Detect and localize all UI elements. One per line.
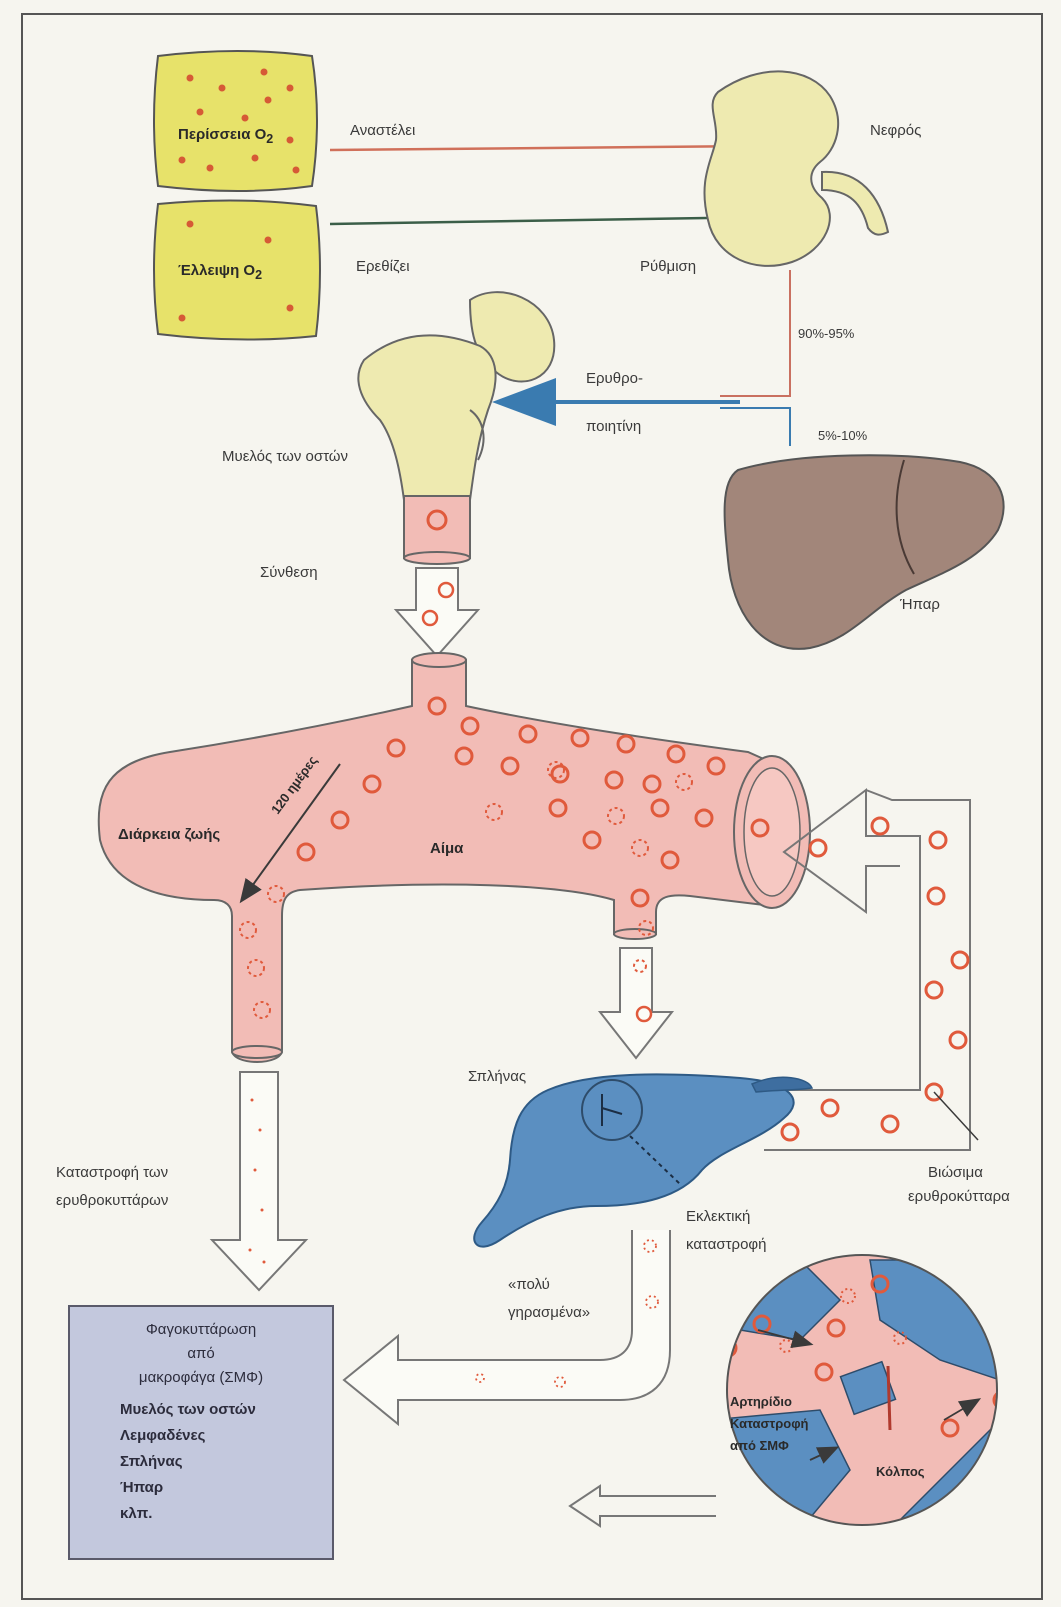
stimulate-arrow: [330, 217, 768, 224]
liver: [725, 455, 1004, 649]
phagocytosis-site: Ήπαρ: [120, 1479, 163, 1496]
sinus-label: Κόλπος: [876, 1464, 925, 1479]
destruction-label-line1: Καταστροφή των: [56, 1164, 168, 1181]
kidney-epo-line: [720, 270, 790, 396]
spleen: [474, 1074, 812, 1246]
arteriole-label: Αρτηρίδιο: [730, 1394, 792, 1409]
blood-label: Αίμα: [430, 840, 463, 857]
destruction-by-label: Καταστροφή: [730, 1416, 808, 1431]
lifespan-label: Διάρκεια ζωής: [118, 826, 220, 843]
regulation-label: Ρύθμιση: [640, 258, 696, 275]
phagocytosis-title-line3: μακροφάγα (ΣΜΦ): [70, 1369, 332, 1386]
phagocytosis-site: Λεμφαδένες: [120, 1427, 205, 1444]
liver-percent-label: 5%-10%: [818, 428, 867, 443]
kidney: [704, 71, 888, 266]
inhibits-label: Αναστέλει: [350, 122, 415, 139]
viable-rbc-label-line2: ερυθροκύτταρα: [908, 1188, 1010, 1205]
to-spleen-arrow: [600, 948, 672, 1058]
phagocytosis-box: Φαγοκυττάρωση από μακροφάγα (ΣΜΦ) Μυελός…: [68, 1305, 334, 1560]
excess-o2-box: [154, 51, 317, 191]
phagocytosis-title-line1: Φαγοκυττάρωση: [70, 1321, 332, 1338]
synthesis-arrow: [396, 568, 478, 656]
viable-rbc-label-line1: Βιώσιμα: [928, 1164, 983, 1181]
excess-o2-label: Περίσσεια O2: [178, 126, 273, 146]
bone-marrow: [358, 292, 554, 564]
kidney-label: Νεφρός: [870, 122, 921, 139]
phagocytosis-site: Μυελός των οστών: [120, 1401, 256, 1418]
bone-marrow-label: Μυελός των οστών: [222, 448, 348, 465]
kidney-percent-label: 90%-95%: [798, 326, 854, 341]
selective-label-line1: Εκλεκτική: [686, 1208, 750, 1225]
phagocytosis-site: Σπλήνας: [120, 1453, 183, 1470]
liver-epo-line: [720, 408, 790, 446]
lack-o2-label: Έλλειψη O2: [178, 262, 262, 282]
liver-label: Ήπαρ: [900, 596, 940, 613]
selective-label-line2: καταστροφή: [686, 1236, 767, 1253]
spleen-label: Σπλήνας: [468, 1068, 526, 1085]
by-smf-label: από ΣΜΦ: [730, 1438, 789, 1453]
stimulates-label: Ερεθίζει: [356, 258, 410, 275]
synthesis-label: Σύνθεση: [260, 564, 318, 581]
bottom-arrow: [570, 1486, 716, 1526]
destruction-arrow: [212, 1072, 306, 1290]
epo-label-line2: ποιητίνη: [586, 418, 641, 435]
phagocytosis-site: κλπ.: [120, 1505, 152, 1522]
aged-label-line2: γηρασμένα»: [508, 1304, 590, 1321]
epo-label-line1: Ερυθρο-: [586, 370, 643, 387]
aged-rbc-arrow: [344, 1230, 670, 1424]
blood-vessel: [99, 653, 810, 1062]
aged-label-line1: «πολύ: [508, 1276, 550, 1293]
phagocytosis-title-line2: από: [70, 1345, 332, 1362]
destruction-label-line2: ερυθροκυττάρων: [56, 1192, 168, 1209]
spleen-magnified-view: [710, 1255, 1016, 1530]
inhibit-arrow: [330, 146, 760, 150]
